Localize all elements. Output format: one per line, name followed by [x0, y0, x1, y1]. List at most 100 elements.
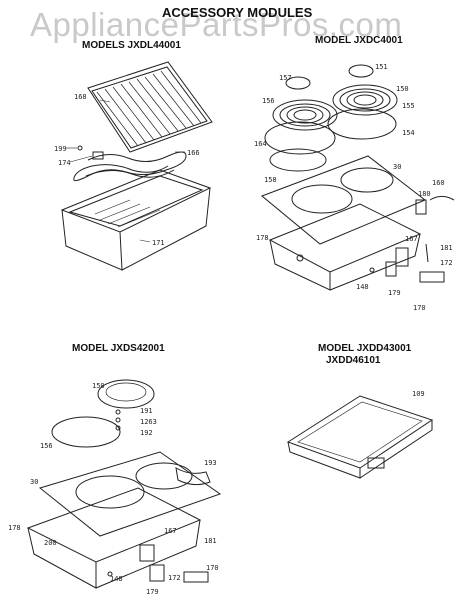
- grill-grate: [87, 61, 213, 153]
- callout-148a: 148: [356, 283, 369, 291]
- griddle-front: [287, 441, 361, 479]
- griddle-plug: [367, 457, 385, 469]
- smooth-module: [26, 379, 222, 589]
- callout-109: 109: [412, 390, 425, 398]
- trim-ring-left: [264, 121, 336, 155]
- grill-grate-bars: [96, 70, 202, 147]
- grill-grate-inner: [91, 66, 208, 149]
- smooth-bracket-193: [175, 467, 211, 486]
- callout-181b: 181: [204, 537, 217, 545]
- callout-191: 191: [140, 407, 153, 415]
- coil-receptacle-180: [415, 199, 427, 215]
- coil-base-front: [269, 239, 331, 291]
- callout-154: 154: [402, 129, 415, 137]
- grill-pan-slots: [94, 199, 161, 228]
- callout-150b: 150: [92, 382, 105, 390]
- smooth-opening-right: [135, 462, 193, 490]
- callout-167b: 167: [164, 527, 177, 535]
- coil-terminal-block-170: [419, 271, 445, 283]
- coil-panel-opening-right: [340, 167, 394, 193]
- grill-pan-side: [121, 187, 211, 271]
- callout-168: 168: [74, 93, 87, 101]
- callout-170a: 170: [413, 304, 426, 312]
- smooth-screw-148: [107, 571, 113, 577]
- callout-172b: 172: [168, 574, 181, 582]
- coil-panel-opening-left: [291, 184, 353, 214]
- callout-178a: 178: [256, 234, 269, 242]
- callout-178b: 178: [8, 524, 21, 532]
- model-label-griddle: MODEL JXDD43001 JXDD46101: [318, 343, 411, 367]
- callout-157: 157: [279, 74, 292, 82]
- callout-179b: 179: [146, 588, 159, 596]
- smooth-terminal-block-170: [183, 571, 209, 583]
- smooth-opening-left: [75, 475, 145, 509]
- smooth-base-side: [95, 519, 201, 589]
- callout-180: 180: [418, 190, 431, 198]
- callout-150: 150: [396, 85, 409, 93]
- coil-base-hole: [296, 254, 304, 262]
- coil-wire-181: [425, 243, 429, 263]
- smooth-bracket-167: [139, 544, 155, 562]
- callout-158: 158: [264, 176, 277, 184]
- coil-element-right: [332, 84, 398, 116]
- callout-181a: 181: [440, 244, 453, 252]
- radiant-element-inner: [105, 382, 147, 402]
- griddle-side: [359, 420, 433, 479]
- callout-156: 156: [262, 97, 275, 105]
- coil-receptacle-left: [285, 76, 311, 90]
- callout-167a: 167: [405, 235, 418, 243]
- callout-171: 171: [152, 239, 165, 247]
- grill-module: [60, 61, 213, 271]
- callout-30b: 30: [30, 478, 38, 486]
- part-191: [115, 409, 121, 415]
- trim-ring-right: [327, 108, 397, 140]
- smooth-cooktop-panel: [38, 451, 222, 537]
- grill-pan-front: [61, 209, 123, 271]
- model-label-smooth: MODEL JXDS42001: [72, 343, 165, 354]
- callout-151: 151: [375, 63, 388, 71]
- callout-199: 199: [54, 145, 67, 153]
- coil-base-side: [329, 233, 421, 291]
- model-label-coil: MODEL JXDC4001: [315, 35, 403, 46]
- coil-element-left: [272, 99, 338, 131]
- coil-module: [261, 64, 455, 291]
- callout-200: 200: [44, 539, 57, 547]
- grill-pan-inner: [68, 175, 204, 227]
- coil-screw-148: [369, 267, 375, 273]
- griddle-plate-inner: [297, 401, 423, 463]
- callout-156b: 156: [40, 442, 53, 450]
- callout-166: 166: [187, 149, 200, 157]
- smooth-bracket-179: [149, 564, 165, 582]
- callout-164: 164: [254, 140, 267, 148]
- coil-receptacle-right: [348, 64, 374, 78]
- callout-160: 160: [432, 179, 445, 187]
- callout-174: 174: [58, 159, 71, 167]
- diagram-title: ACCESSORY MODULES: [162, 5, 313, 20]
- part-1263: [115, 417, 121, 423]
- callout-148b: 148: [110, 575, 123, 583]
- callout-192: 192: [140, 429, 153, 437]
- grill-heating-element-lower: [85, 169, 175, 178]
- grill-terminal-block: [92, 151, 104, 160]
- coil-base-rim: [268, 203, 422, 273]
- callout-193: 193: [204, 459, 217, 467]
- griddle-module: [286, 395, 434, 479]
- part-192: [115, 425, 121, 431]
- callout-172a: 172: [440, 259, 453, 267]
- coil-bracket-179: [385, 261, 397, 277]
- coil-bracket-167: [395, 247, 409, 267]
- model-label-griddle-1: MODEL JXDD43001: [318, 343, 412, 354]
- callout-1263: 1263: [140, 418, 157, 426]
- model-label-griddle-2: JXDD46101: [326, 355, 381, 366]
- radiant-element-156: [51, 416, 121, 448]
- grill-pan-rim: [60, 169, 212, 233]
- smooth-base-front: [27, 527, 97, 589]
- model-label-grill: MODELS JXDL44001: [82, 40, 181, 51]
- griddle-plate: [286, 395, 434, 469]
- drip-pan-left: [269, 148, 327, 172]
- callout-30a: 30: [393, 163, 401, 171]
- radiant-element-150: [97, 379, 155, 409]
- coil-cord-160: [429, 195, 455, 201]
